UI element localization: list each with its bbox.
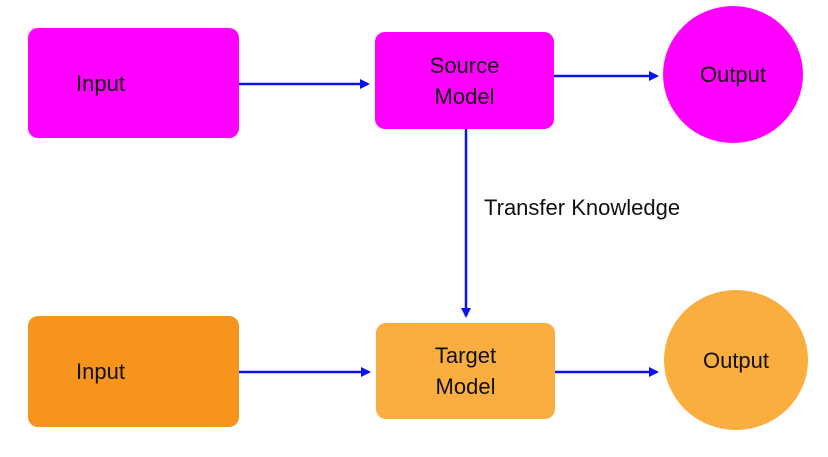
target-model-label-line1: Target xyxy=(434,343,497,368)
target-input-label: Input xyxy=(76,359,125,384)
target-model-box: Target Model xyxy=(376,323,555,419)
target-output-circle: Output xyxy=(664,290,808,430)
target-output-label: Output xyxy=(702,347,770,373)
target-input-box: Input xyxy=(28,316,239,427)
source-input-label: Input xyxy=(76,70,125,96)
source-input-box: Input xyxy=(28,28,239,138)
source-output-circle: Output xyxy=(663,6,803,143)
source-output-label: Output xyxy=(699,62,767,87)
target-model-label-line2: Model xyxy=(435,374,496,399)
source-model-box: Source Model xyxy=(375,32,554,129)
transfer-knowledge-label: Transfer Knowledge xyxy=(484,195,681,220)
source-model-label-line2: Model xyxy=(434,83,495,109)
source-model-label-line1: Source xyxy=(429,52,500,78)
